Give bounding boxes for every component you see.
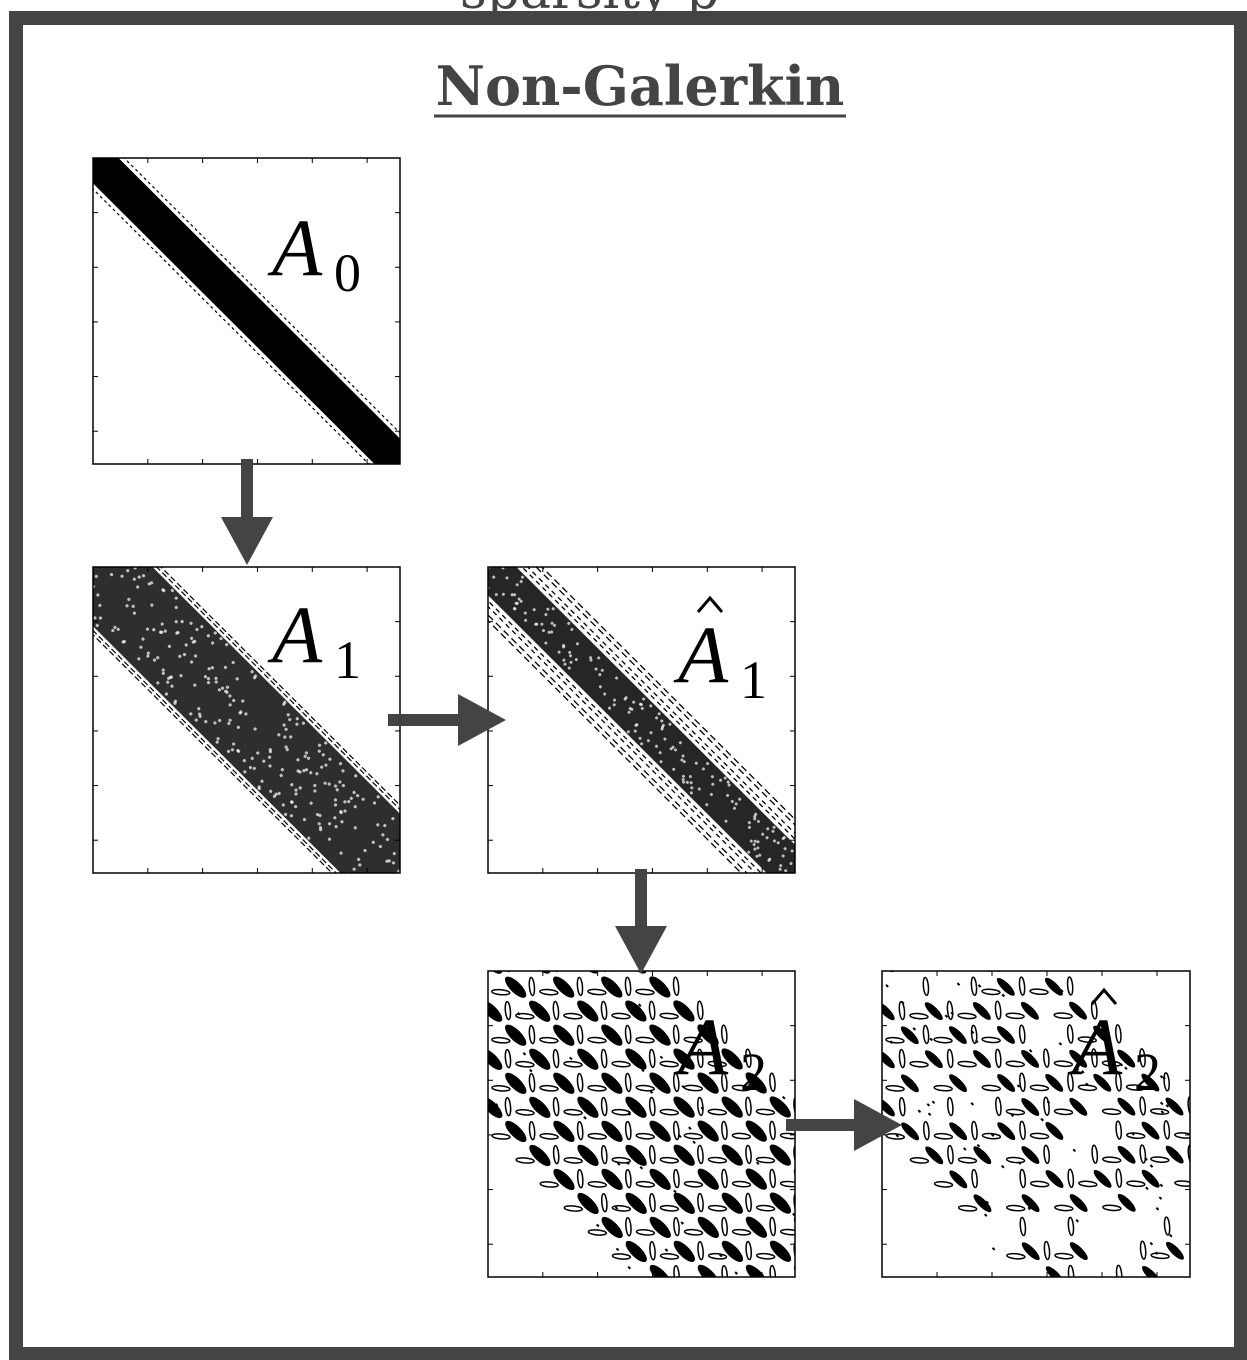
arrows-layer: [221, 459, 902, 1151]
sparsity-pattern: [93, 158, 400, 464]
arrow-a2-to-a2hat: [786, 1099, 902, 1151]
svg-text:2: 2: [1134, 1042, 1161, 1102]
svg-text:2: 2: [740, 1042, 767, 1102]
arrow-a0-to-a1: [221, 459, 273, 565]
svg-text:A: A: [267, 202, 323, 293]
svg-text:1: 1: [740, 650, 767, 710]
hat-accent: [1090, 987, 1118, 1005]
svg-text:0: 0: [334, 243, 361, 303]
sparsity-pattern: [488, 971, 795, 1277]
svg-text:A: A: [673, 609, 729, 700]
svg-text:A: A: [1067, 1001, 1123, 1092]
arrow-a1hat-to-a2: [615, 869, 667, 974]
sparsity-pattern: [882, 971, 1190, 1277]
sparsity-pattern: [488, 567, 795, 873]
sparsity-pattern: [93, 567, 400, 873]
svg-text:A: A: [267, 589, 323, 680]
figure-title: Non-Galerkin: [436, 54, 845, 118]
svg-text:A: A: [673, 1001, 729, 1092]
outer-frame: [9, 11, 1247, 1360]
arrow-a1-to-a1hat: [388, 694, 506, 746]
hat-accent: [696, 595, 724, 613]
svg-text:1: 1: [334, 630, 361, 690]
